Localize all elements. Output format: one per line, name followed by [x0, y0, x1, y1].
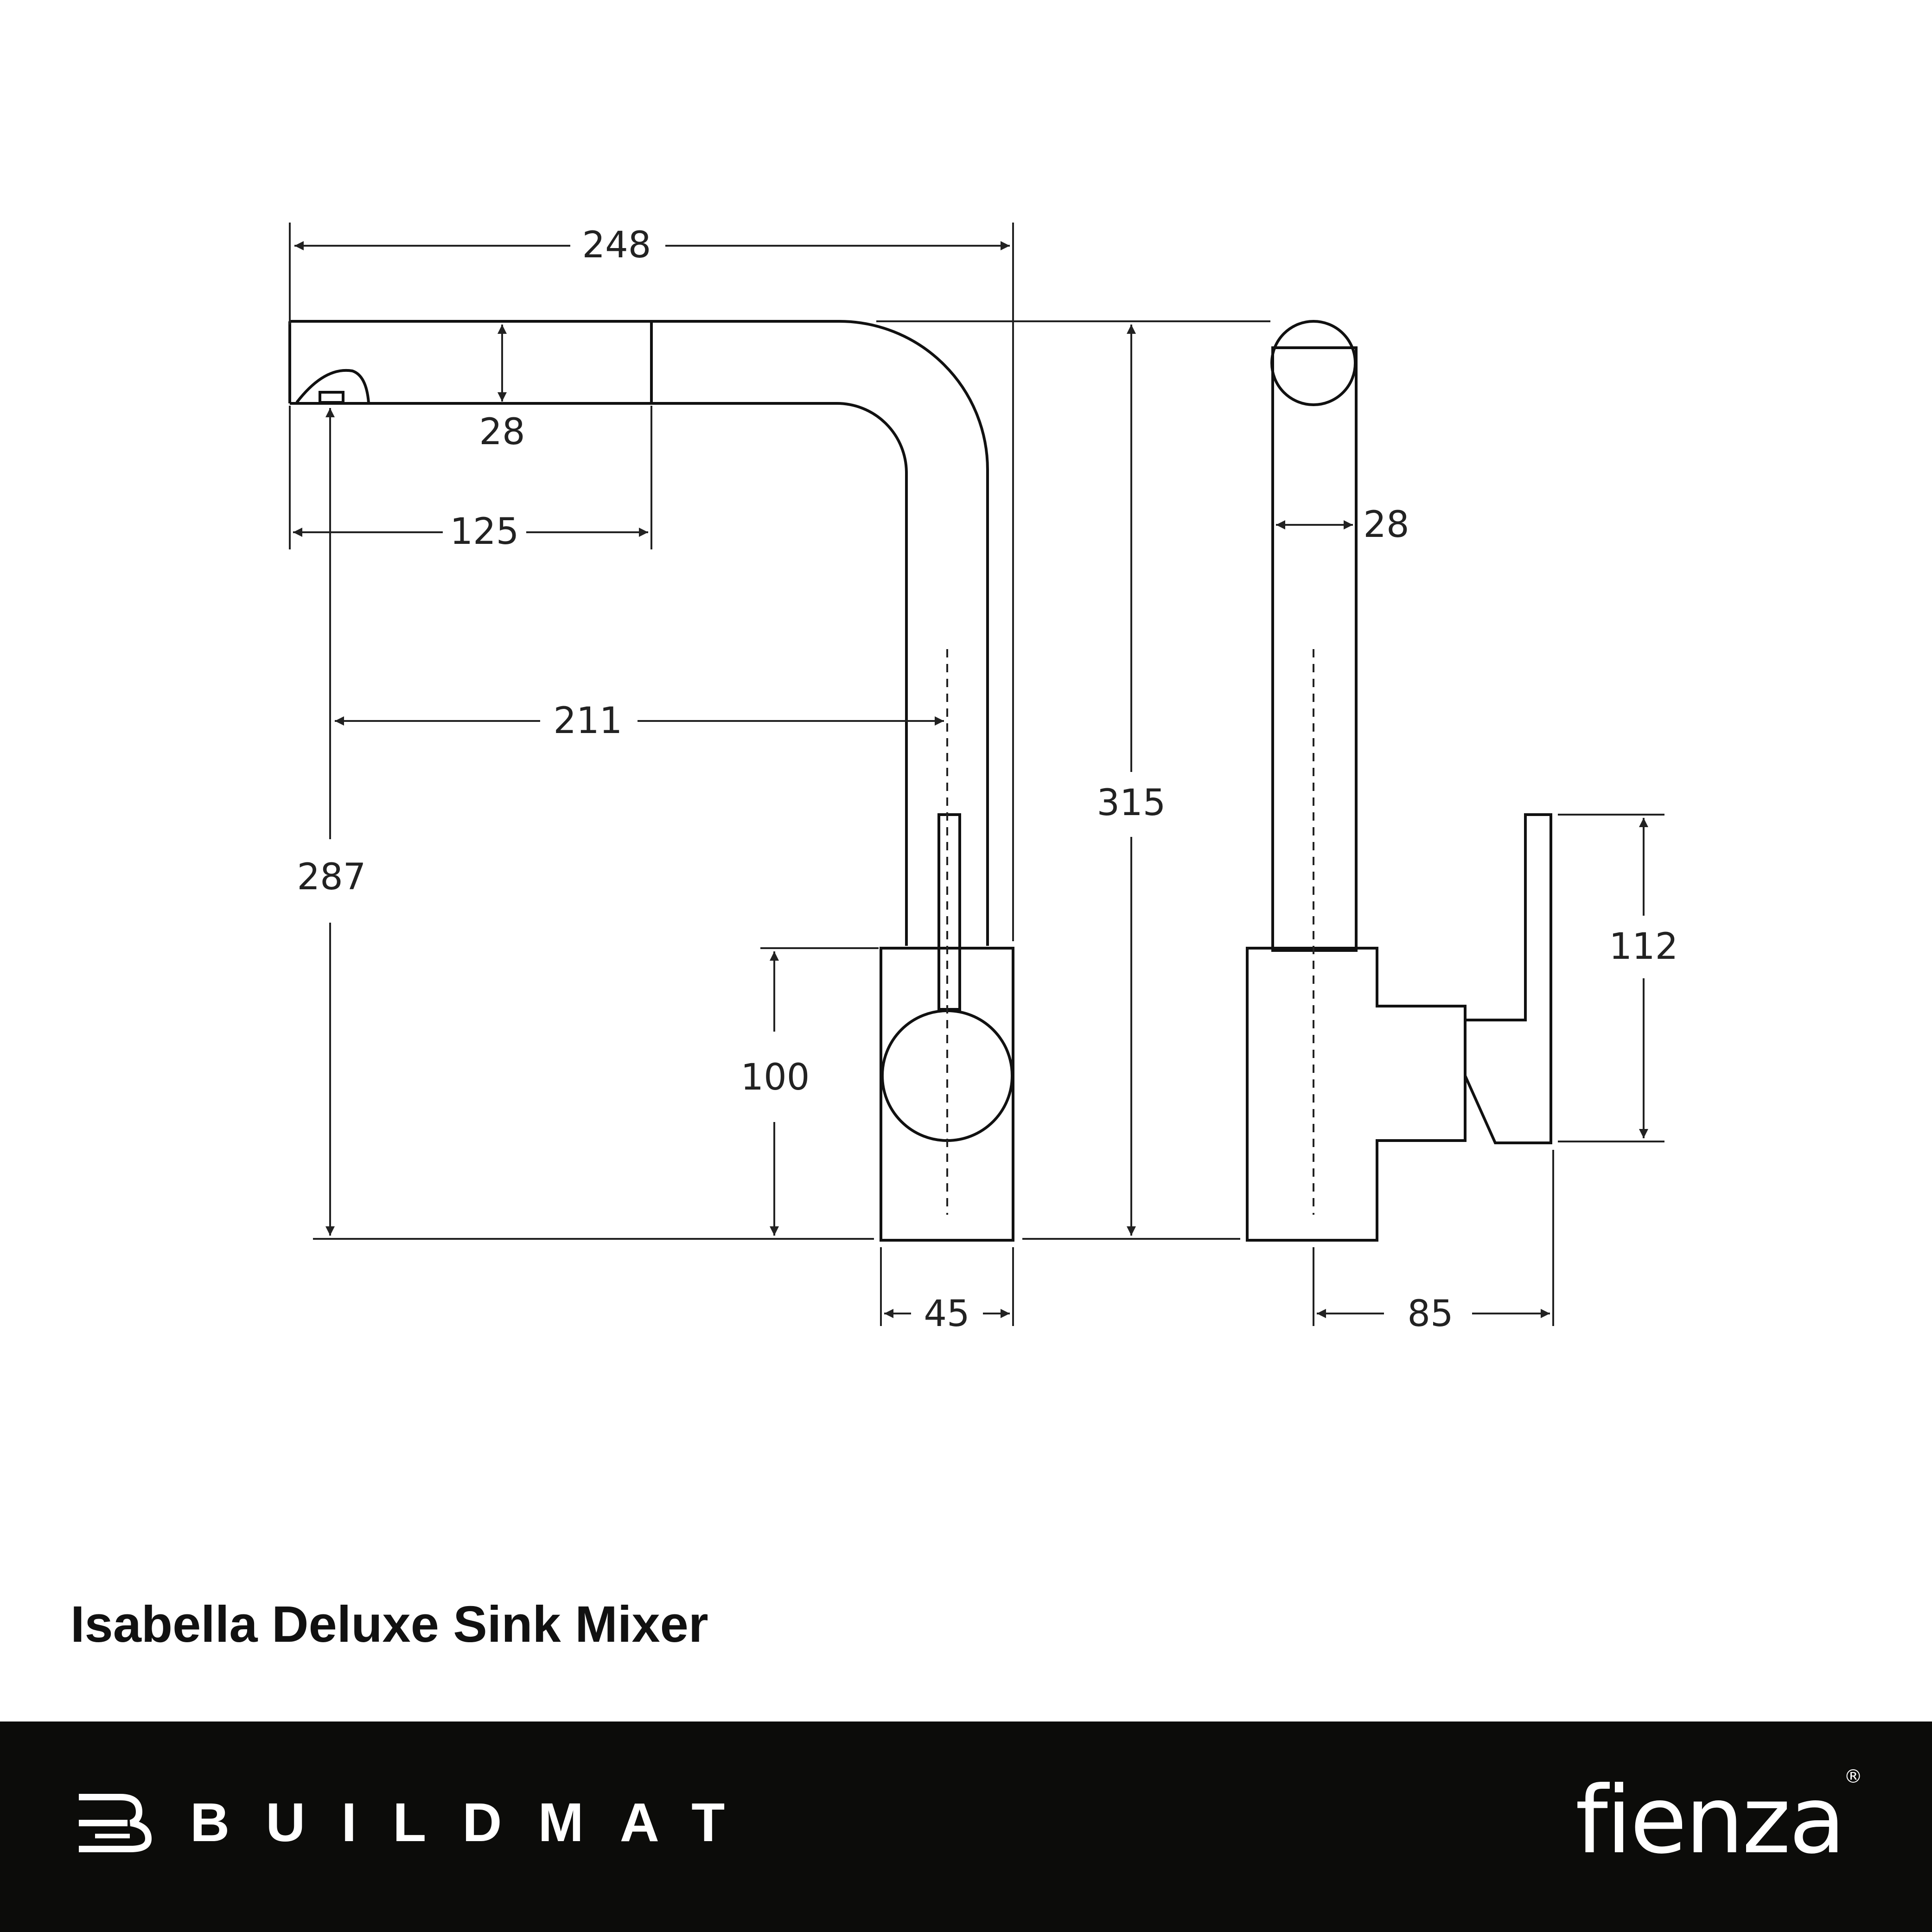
- dim-spout-outlet-height: 287: [297, 856, 366, 898]
- dim-spout-diameter: 28: [1363, 504, 1409, 546]
- dim-overall-height: 315: [1097, 782, 1166, 824]
- buildmat-b-logo-icon: [79, 1793, 152, 1852]
- dim-spout-height: 28: [479, 411, 525, 453]
- dim-spout-head-length: 125: [450, 511, 519, 553]
- dim-body-height: 100: [741, 1057, 810, 1098]
- front-view: [288, 320, 1014, 1242]
- dim-lever-height: 112: [1609, 926, 1678, 968]
- side-view: [1246, 320, 1552, 1242]
- fienza-wordmark: fienza: [1575, 1766, 1846, 1875]
- technical-drawing: 248 28 125 211 287 315 28 100 112 45 85: [288, 223, 1678, 1335]
- buildmat-brand: BUILDMAT: [74, 1791, 761, 1854]
- product-title: Isabella Deluxe Sink Mixer: [70, 1596, 708, 1653]
- dim-overall-width: 248: [582, 224, 651, 266]
- dim-reach: 211: [554, 700, 623, 742]
- registered-mark: ®: [1844, 1766, 1862, 1787]
- dimension-lines: [289, 223, 1664, 1326]
- dim-body-width: 45: [924, 1293, 969, 1335]
- fienza-brand: fienza®: [1575, 1766, 1862, 1875]
- dim-lever-reach: 85: [1407, 1293, 1453, 1335]
- buildmat-wordmark: BUILDMAT: [190, 1792, 761, 1853]
- footer-bar: BUILDMAT fienza®: [0, 1722, 1932, 1932]
